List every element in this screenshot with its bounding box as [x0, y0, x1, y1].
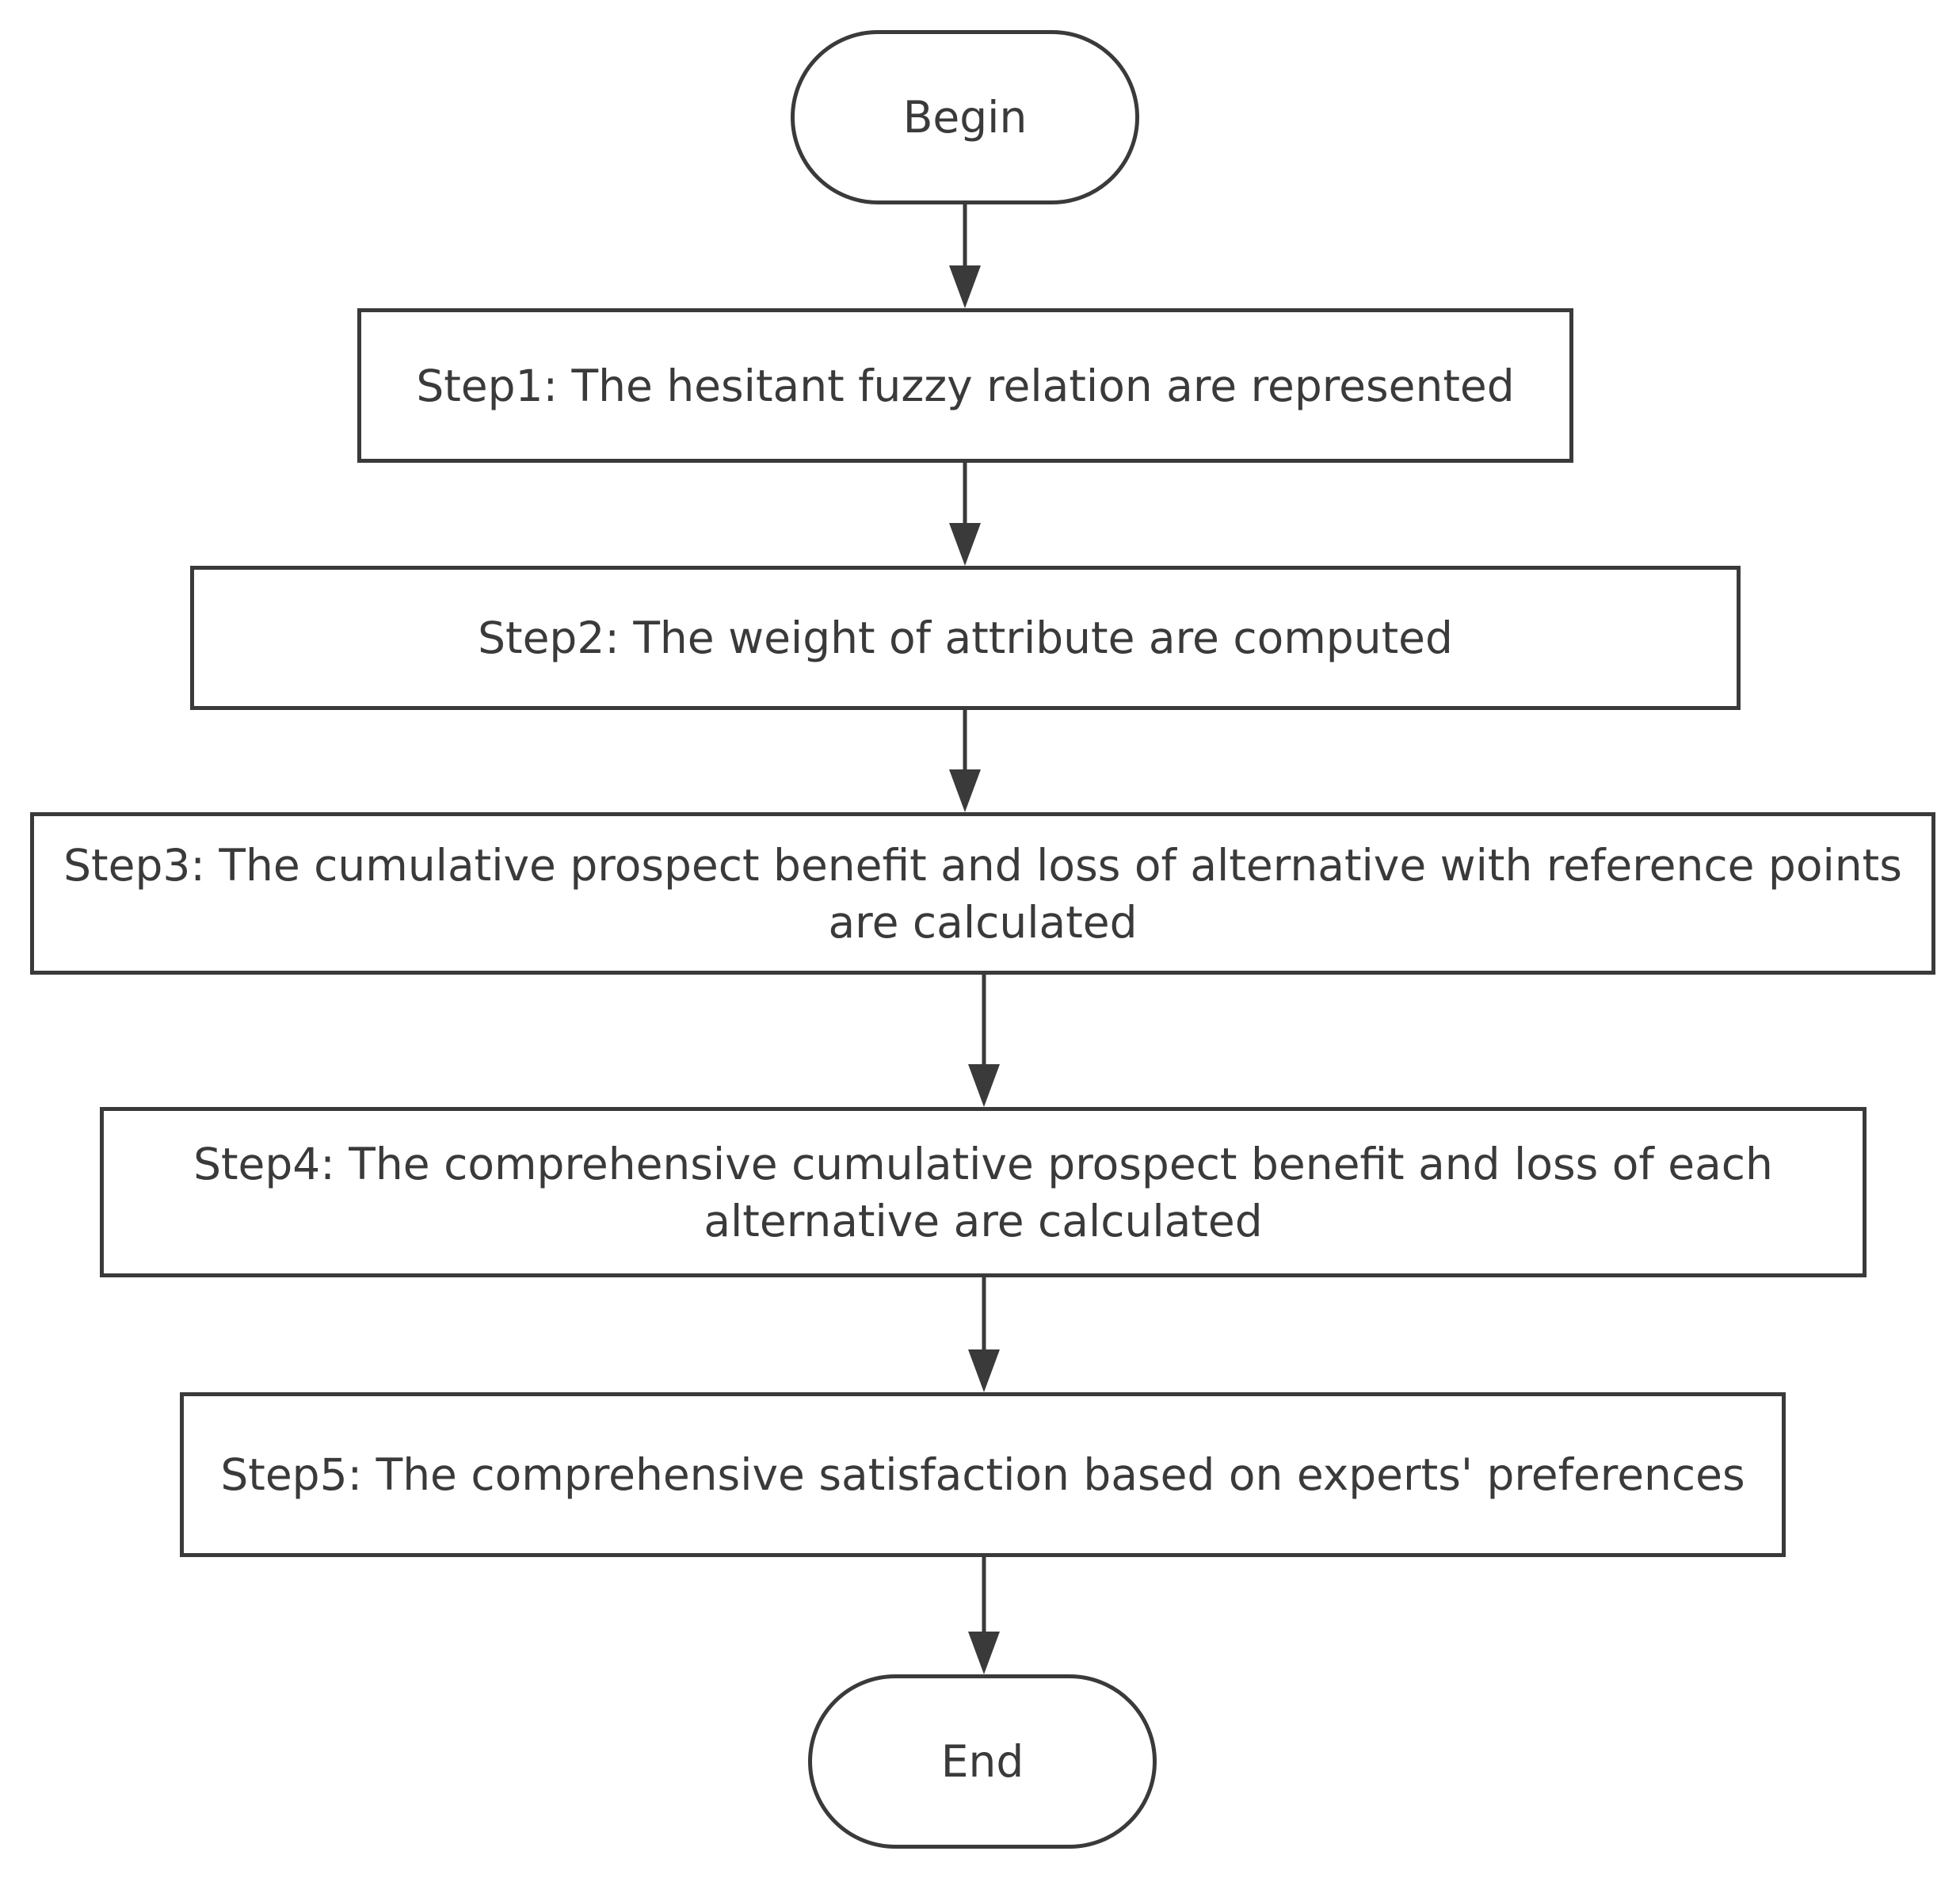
arrowhead-step2: [949, 523, 981, 566]
step4-label: Step4: The comprehensive cumulative pros…: [193, 1138, 1773, 1246]
step1-label: Step1: The hesitant fuzzy relation are r…: [416, 360, 1515, 411]
step2-label: Step2: The weight of attribute are compu…: [478, 613, 1453, 663]
step3-box: Step3: The cumulative prospect benefit a…: [30, 812, 1935, 975]
step3-label: Step3: The cumulative prospect benefit a…: [63, 839, 1902, 948]
step1-box: Step1: The hesitant fuzzy relation are r…: [357, 308, 1573, 463]
arrowhead-step1: [949, 265, 981, 308]
step5-label: Step5: The comprehensive satisfaction ba…: [220, 1449, 1745, 1500]
arrowhead-step4: [968, 1064, 1000, 1107]
arrowhead-step5: [968, 1349, 1000, 1392]
end-label: End: [940, 1736, 1024, 1787]
end-terminal: End: [808, 1674, 1157, 1849]
arrowhead-end: [968, 1632, 1000, 1674]
step5-box: Step5: The comprehensive satisfaction ba…: [180, 1392, 1786, 1557]
step4-box: Step4: The comprehensive cumulative pros…: [100, 1107, 1867, 1277]
step2-box: Step2: The weight of attribute are compu…: [190, 566, 1741, 710]
arrowhead-step3: [949, 769, 981, 812]
begin-terminal: Begin: [791, 30, 1139, 204]
begin-label: Begin: [902, 92, 1028, 143]
